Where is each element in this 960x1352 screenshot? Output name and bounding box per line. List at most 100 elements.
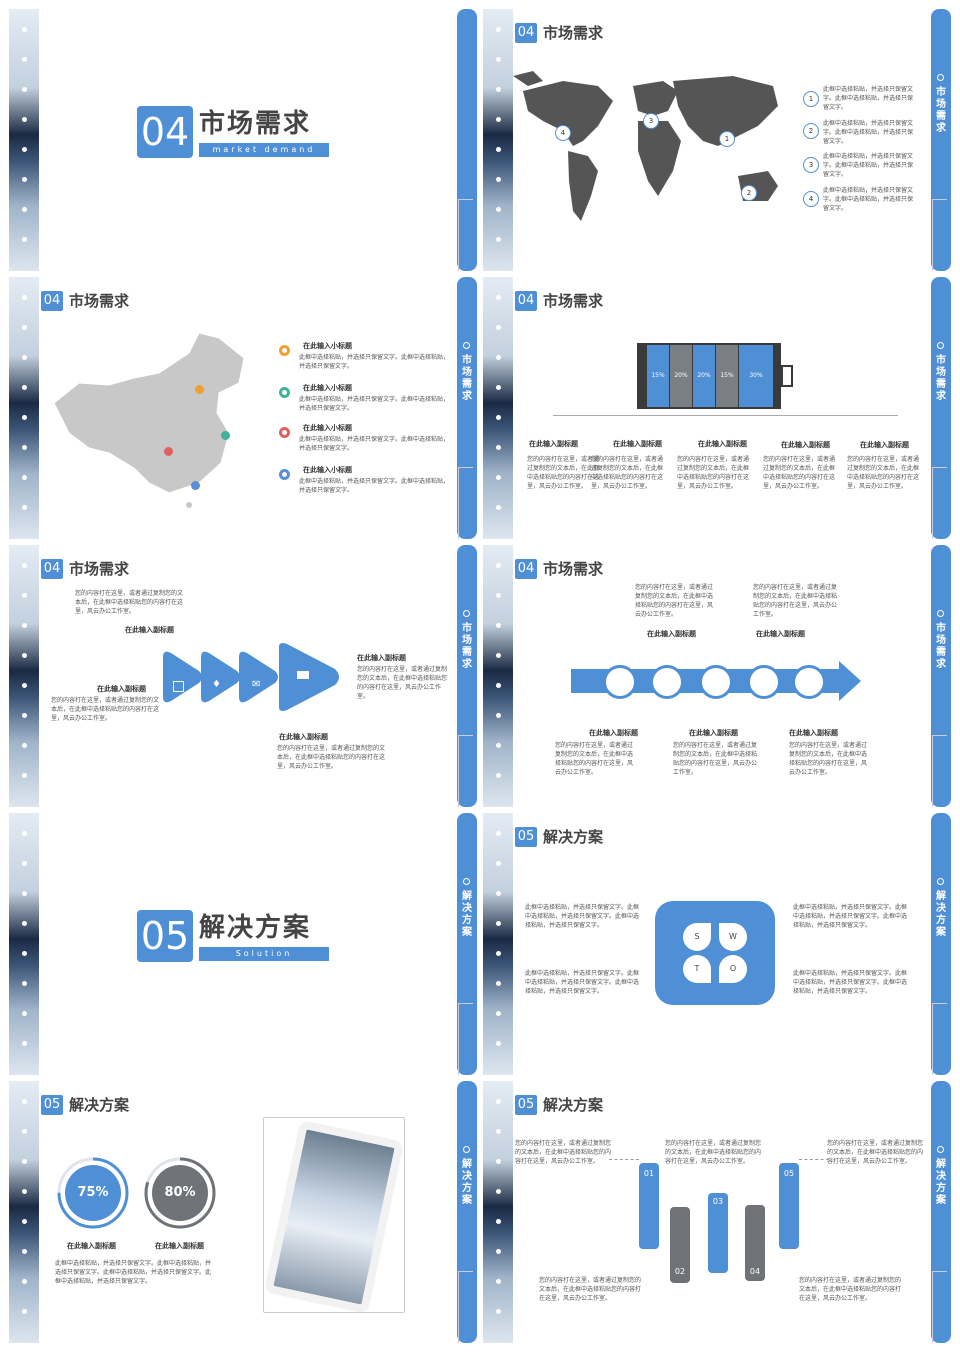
legend-text-2: 此框中选择粘贴，并选择只保留文字。此框中选择粘贴，并选择只保留文字。 — [299, 396, 450, 412]
strip-dot — [22, 117, 27, 122]
side-label: 解决方案 — [936, 891, 946, 938]
strip-dot — [496, 921, 501, 926]
slide-title: 市场需求 — [69, 560, 130, 578]
strip-dot — [22, 981, 27, 986]
strip-dot — [22, 891, 27, 896]
strip-dot — [22, 1219, 27, 1224]
sub-head-1: 在此输入副标题 — [529, 440, 578, 448]
legend-pin-blue — [279, 469, 290, 480]
right-side-bar: 市场需求 — [931, 9, 951, 271]
side-label: 市场需求 — [462, 355, 472, 402]
pin-icon-green — [221, 431, 230, 440]
top-head-1: 在此输入副标题 — [647, 630, 696, 638]
china-map — [53, 333, 245, 508]
swot-center-dot — [712, 950, 719, 957]
step-text-bottom: 您的内容打在这里，或者通过复制您的文本后，在此框中选择粘贴您的内容打在这里，风云… — [277, 745, 386, 770]
location-pin-icon — [937, 342, 944, 349]
list-number-3: 3 — [803, 157, 819, 173]
battery-segment-4: 15% — [716, 345, 738, 407]
strip-dot — [496, 27, 501, 32]
strip-dot — [22, 1159, 27, 1164]
section-number: 04 — [41, 291, 63, 311]
legend-head-3: 在此输入小标题 — [303, 424, 352, 432]
swot-petal-t: T — [683, 955, 711, 983]
legend-pin-red — [279, 427, 290, 438]
bottom-head-1: 在此输入副标题 — [589, 729, 638, 737]
legend-text-3: 此框中选择粘贴，并选择只保留文字。此框中选择粘贴，并选择只保留文字。 — [299, 436, 450, 452]
section-number-box: 04 — [137, 106, 193, 158]
swot-text-bl: 此框中选择粘贴，并选择只保留文字。此框中选择粘贴，并选择只保留文字。此框中选择粘… — [525, 970, 640, 995]
strip-dot — [496, 861, 501, 866]
strip-dot — [496, 623, 501, 628]
sub-head-5: 在此输入副标题 — [860, 441, 909, 449]
strip-dot — [22, 1041, 27, 1046]
strip-dot — [496, 713, 501, 718]
step-bar-01: 01 — [639, 1163, 659, 1249]
step-head-top: 在此输入副标题 — [125, 626, 174, 634]
right-corner-line — [458, 1003, 473, 1075]
location-pin-icon — [937, 74, 944, 81]
legend-text-4: 此框中选择粘贴，并选择只保留文字。此框中选择粘贴，并选择只保留文字。 — [299, 478, 450, 494]
section-number: 05 — [515, 827, 537, 847]
ring-head-2: 在此输入副标题 — [155, 1242, 204, 1250]
node-mail-icon — [699, 665, 733, 699]
slide-title: 市场需求 — [543, 292, 604, 310]
slide-percent-rings: 05 解决方案 解决方案 75% 80% 在此输入副标题 在此输入副标题 此框中… — [9, 1081, 479, 1343]
world-map — [513, 71, 778, 221]
right-corner-line — [458, 1271, 473, 1343]
slide-bar-steps: 05 解决方案 解决方案 01 02 03 04 05 您的内容打在这里，或者通… — [483, 1081, 953, 1343]
strip-dot — [496, 891, 501, 896]
slide-battery-chart: 04 市场需求 市场需求 15% 20% 20% 15% 30% 在此输入副标题… — [483, 277, 953, 539]
bottom-head-3: 在此输入副标题 — [789, 729, 838, 737]
section-number: 04 — [515, 291, 537, 311]
left-decor-strip — [483, 813, 513, 1075]
strip-dot — [496, 475, 501, 480]
swot-petal-w: W — [719, 923, 747, 951]
sub-head-2: 在此输入副标题 — [613, 440, 662, 448]
slide-title: 解决方案 — [69, 1096, 130, 1114]
section-subtitle-bar: market demand — [199, 143, 329, 157]
battery-segment-2: 20% — [670, 345, 692, 407]
location-pin-icon — [937, 878, 944, 885]
step-text-top: 您的内容打在这里，或者通过复制您的文本后，在此框中选择粘贴您的内容打在这里，风云… — [75, 590, 184, 615]
list-number-2: 2 — [803, 123, 819, 139]
section-title: 市场需求 — [199, 109, 312, 139]
side-label: 解决方案 — [936, 1159, 946, 1206]
left-decor-strip — [9, 813, 39, 1075]
pin-icon-blue — [191, 481, 200, 490]
strip-dot — [496, 1189, 501, 1194]
section-subtitle-bar: Solution — [199, 947, 329, 961]
list-text-1: 此框中选择粘贴，并选择只保留文字。此框中选择粘贴，并选择只保留文字。 — [823, 86, 914, 111]
strip-dot — [22, 475, 27, 480]
sub-text-3: 您的内容打在这里，或者通过复制您的文本后，在此框中选择粘贴您的内容打在这里，风云… — [677, 456, 750, 490]
strip-dot — [22, 593, 27, 598]
right-corner-line — [458, 467, 473, 539]
strip-dot — [496, 1099, 501, 1104]
sub-text-2: 您的内容打在这里，或者通过复制您的文本后，在此框中选择粘贴您的内容打在这里，风云… — [591, 456, 664, 490]
swot-petal-s: S — [683, 923, 711, 951]
step-bar-05: 05 — [779, 1163, 799, 1249]
legend-pin-orange — [279, 345, 290, 356]
strip-dot — [22, 295, 27, 300]
strip-dot — [22, 57, 27, 62]
step-bar-03: 03 — [708, 1193, 728, 1273]
strip-dot — [496, 1129, 501, 1134]
step-text-right: 您的内容打在这里，或者通过复制您的文本后，在此框中选择粘贴您的内容打在这里，风云… — [357, 666, 448, 700]
dotted-connector-left — [609, 1159, 639, 1160]
left-decor-strip — [9, 545, 39, 807]
swot-text-tr: 此框中选择粘贴，并选择只保留文字。此框中选择粘贴，并选择只保留文字。此框中选择粘… — [793, 904, 908, 929]
bottom-text-1: 您的内容打在这里，或者通过复制您的文本后，在此框中选择粘贴您的内容打在这里，风云… — [555, 742, 634, 776]
location-pin-icon — [463, 610, 470, 617]
strip-dot — [22, 177, 27, 182]
legend-text-1: 此框中选择粘贴，并选择只保留文字。此框中选择粘贴，并选择只保留文字。 — [299, 354, 450, 370]
strip-dot — [496, 177, 501, 182]
step-bar-04: 04 — [745, 1205, 765, 1281]
location-pin-icon — [463, 1146, 470, 1153]
strip-dot — [22, 237, 27, 242]
strip-dot — [496, 1159, 501, 1164]
right-corner-line — [932, 199, 947, 271]
right-side-bar: 解决方案 — [931, 813, 951, 1075]
list-text-4: 此框中选择粘贴，并选择只保留文字。此框中选择粘贴，并选择只保留文字。 — [823, 187, 914, 212]
side-label: 市场需求 — [936, 623, 946, 670]
strip-dot — [22, 445, 27, 450]
